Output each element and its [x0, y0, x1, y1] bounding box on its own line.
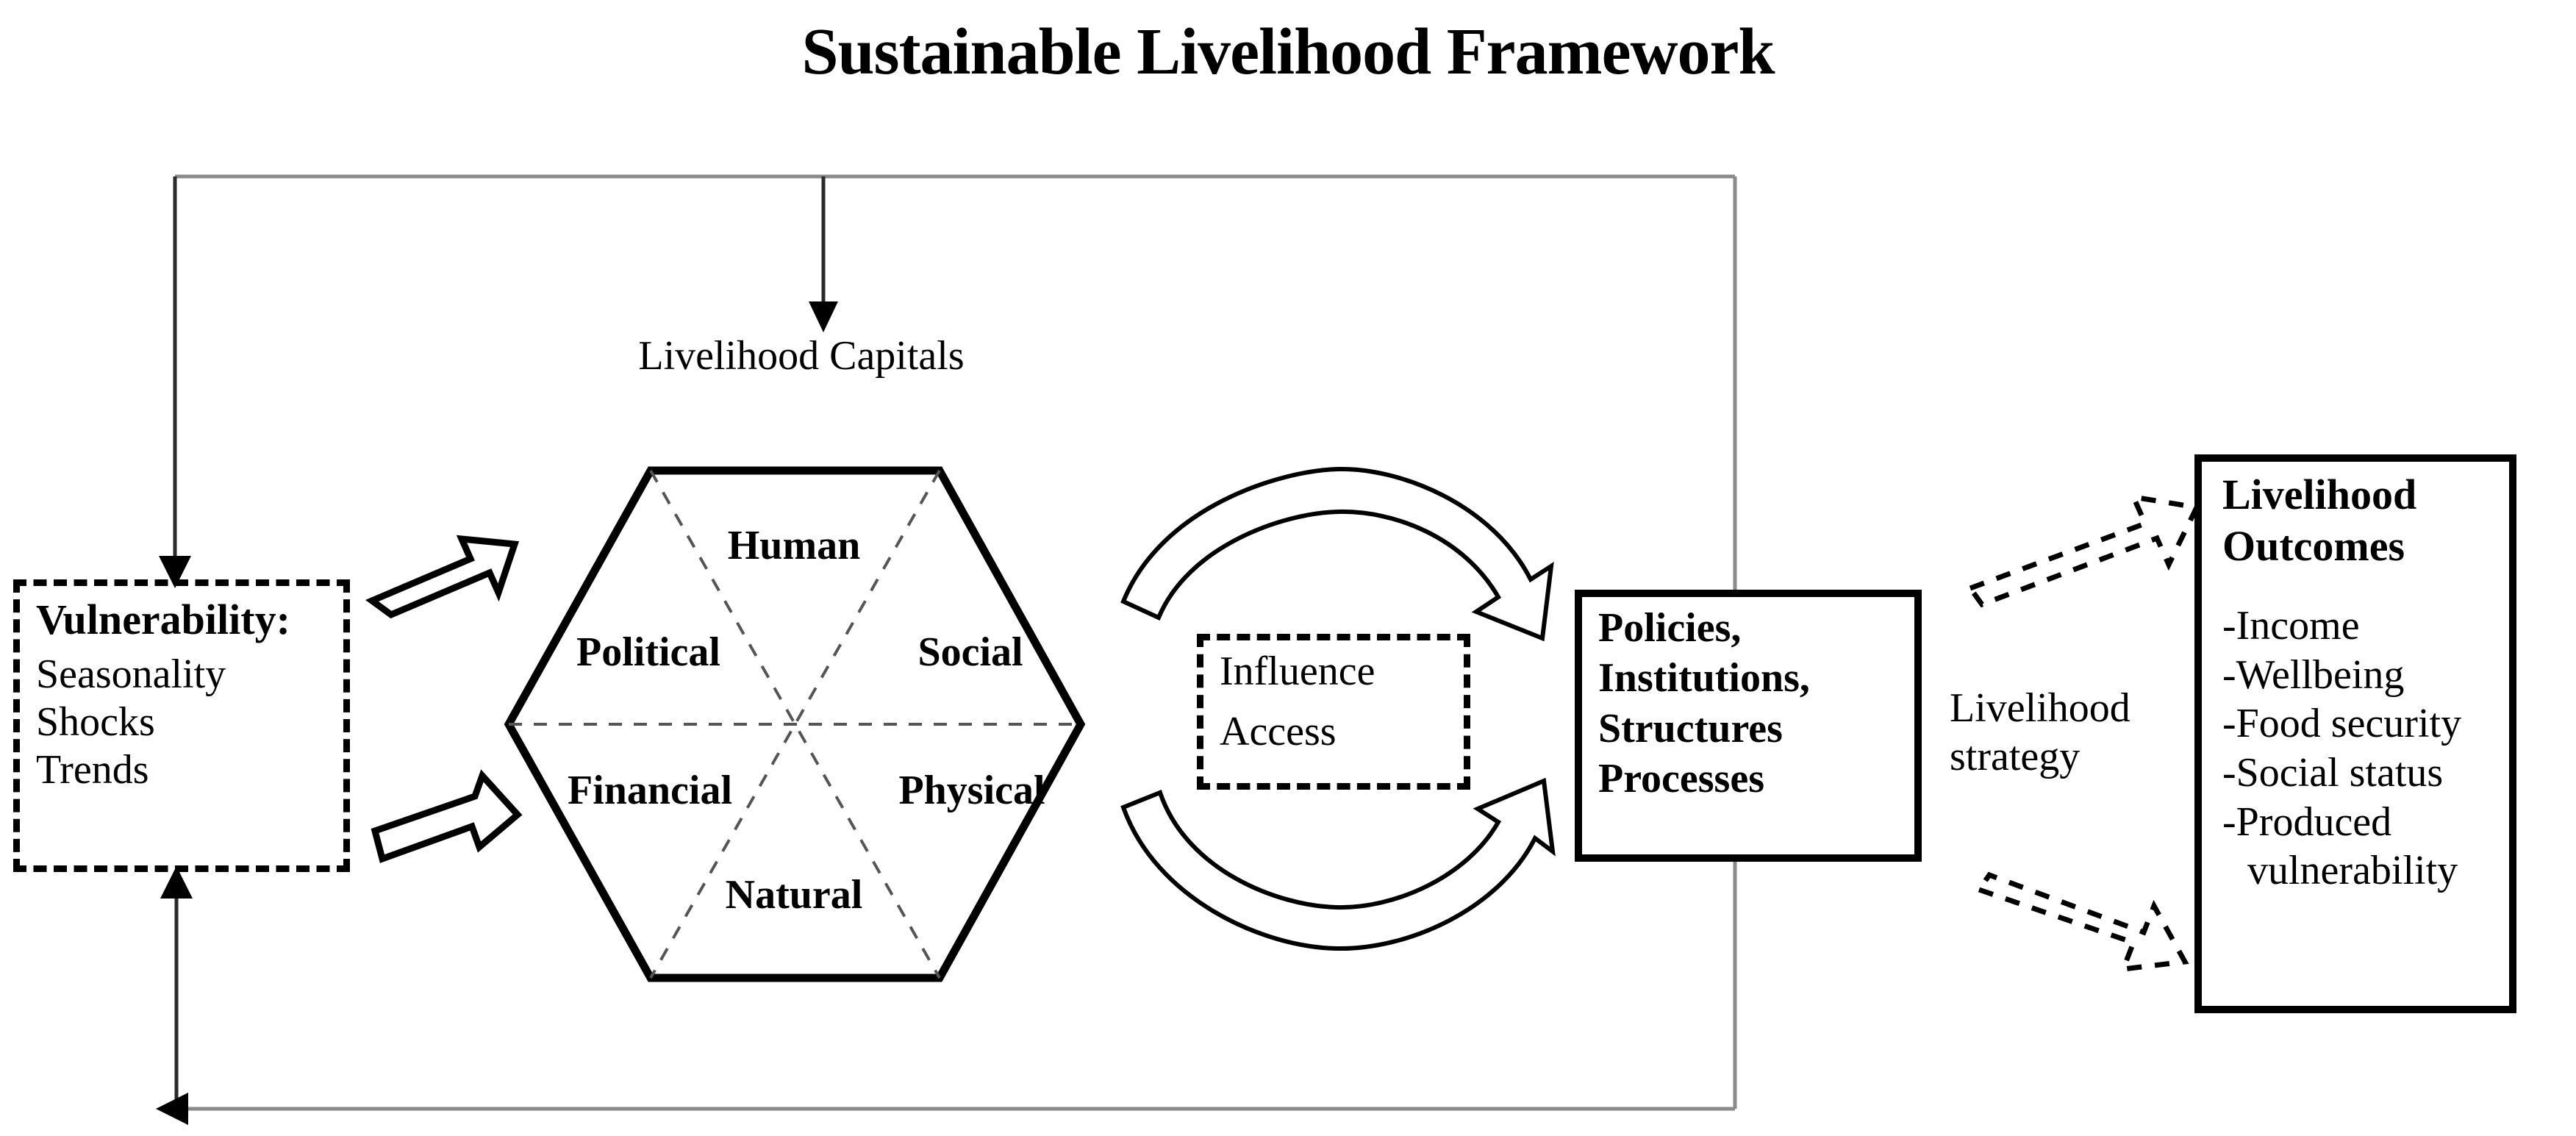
policies-text: Policies, Institutions, Structures Proce…: [1598, 603, 1810, 804]
page-title: Sustainable Livelihood Framework: [801, 15, 1775, 88]
vulnerability-item: Shocks: [36, 699, 155, 745]
hexagon-sector-human: Human: [727, 523, 861, 568]
influence-access-box[interactable]: Influence Access: [1197, 634, 1470, 790]
policies-institutions-box[interactable]: Policies, Institutions, Structures Proce…: [1575, 590, 1922, 862]
outcomes-item: -Income: [2222, 603, 2360, 649]
outcomes-item: -Food security: [2222, 701, 2462, 747]
outcomes-heading-line: Livelihood: [2222, 471, 2417, 518]
hexagon-sector-financial: Financial: [567, 768, 733, 813]
outcomes-items: -Income -Wellbeing -Food security -Socia…: [2222, 601, 2461, 896]
policies-line: Structures: [1598, 705, 1783, 751]
outcomes-item: -Wellbeing: [2222, 651, 2405, 698]
livelihood-strategy-line: Livelihood: [1950, 685, 2130, 731]
feedback-loop-top: [156, 174, 1737, 1125]
hexagon-sector-social: Social: [917, 629, 1023, 675]
vulnerability-heading: Vulnerability:: [36, 596, 290, 643]
hexagon-sector-political: Political: [576, 629, 720, 675]
vulnerability-items: Seasonality Shocks Trends: [36, 651, 226, 794]
outcomes-heading-line: Outcomes: [2222, 521, 2405, 570]
access-label: Access: [1220, 709, 1337, 754]
livelihood-strategy-line: strategy: [1950, 734, 2081, 780]
cycle-arrow-bottom: [1120, 777, 1556, 951]
outcomes-heading: Livelihood Outcomes: [2222, 469, 2416, 571]
outcomes-item-continuation: vulnerability: [2247, 848, 2458, 894]
policies-line: Policies,: [1598, 605, 1742, 651]
vulnerability-item: Trends: [36, 746, 149, 793]
vulnerability-box[interactable]: Vulnerability: Seasonality Shocks Trends: [13, 579, 350, 872]
livelihood-capitals-label: Livelihood Capitals: [638, 333, 965, 379]
block-arrow-upper: [365, 535, 520, 619]
livelihood-outcomes-box[interactable]: Livelihood Outcomes -Income -Wellbeing -…: [2194, 454, 2516, 1013]
policies-line: Institutions,: [1598, 655, 1810, 701]
dashed-arrow-upper: [1966, 493, 2201, 608]
influence-label: Influence: [1220, 649, 1375, 694]
block-arrow-lower: [371, 769, 523, 863]
livelihood-capitals-hexagon: [504, 466, 1086, 982]
outcomes-item: -Social status: [2222, 749, 2444, 796]
livelihood-strategy-label: Livelihood strategy: [1950, 684, 2185, 781]
cycle-arrow-top: [1120, 466, 1554, 642]
hexagon-sector-physical: Physical: [898, 768, 1045, 813]
vulnerability-item: Seasonality: [36, 651, 226, 697]
outcomes-item: -Produced: [2222, 799, 2392, 845]
hexagon-sector-natural: Natural: [725, 872, 863, 918]
policies-line: Processes: [1598, 755, 1764, 801]
dashed-arrow-lower: [1975, 871, 2189, 973]
